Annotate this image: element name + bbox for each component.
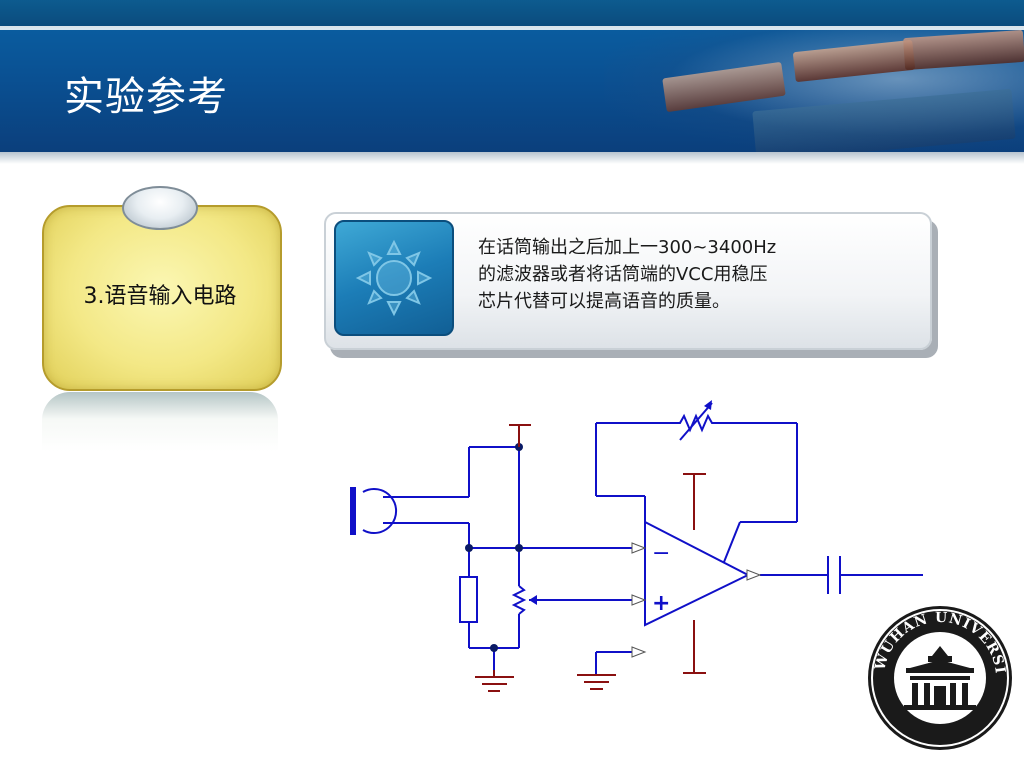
input-arrow	[631, 646, 647, 658]
building-icon	[904, 646, 976, 710]
sun-icon	[355, 239, 433, 317]
output-arrow	[746, 569, 762, 581]
header-banner	[0, 0, 1024, 152]
junction-dot	[465, 544, 473, 552]
wire	[723, 521, 741, 563]
resistor	[459, 576, 478, 623]
section-tag-knob	[122, 186, 198, 230]
opamp-triangle	[644, 520, 751, 627]
voice-input-circuit: − +	[350, 400, 923, 692]
note-line: 在话筒输出之后加上一300~3400Hz	[478, 237, 777, 258]
note-line: 的滤波器或者将话筒端的VCC用稳压	[478, 264, 768, 285]
note-icon-box	[334, 220, 454, 336]
input-arrow	[631, 594, 647, 606]
microphone-icon	[362, 488, 398, 534]
variable-resistor	[670, 413, 722, 433]
junction-dot	[515, 544, 523, 552]
circuit-board-photo	[604, 29, 1024, 152]
potentiometer	[511, 585, 527, 615]
junction-dot	[490, 644, 498, 652]
input-arrow	[631, 542, 647, 554]
header-top-stripe	[0, 0, 1024, 28]
opamp-minus-label: −	[652, 541, 670, 566]
note-text: 在话筒输出之后加上一300~3400Hz 的滤波器或者将话筒端的VCC用稳压 芯…	[478, 234, 908, 315]
section-tag-label: 3.语音输入电路	[83, 284, 237, 309]
wuhan-university-seal: WUHAN UNIVERSITY	[866, 604, 1012, 750]
section-tag-reflection	[42, 392, 278, 452]
wiper-arrow-head	[529, 595, 537, 605]
variable-arrow-head	[704, 400, 712, 410]
header-shadow	[0, 152, 1024, 164]
opamp-plus-label: +	[652, 591, 670, 616]
variable-resistor-arrow	[679, 402, 713, 441]
note-line: 芯片代替可以提高语音的质量。	[478, 291, 730, 312]
page-title: 实验参考	[64, 74, 228, 120]
header-divider	[0, 26, 1024, 30]
